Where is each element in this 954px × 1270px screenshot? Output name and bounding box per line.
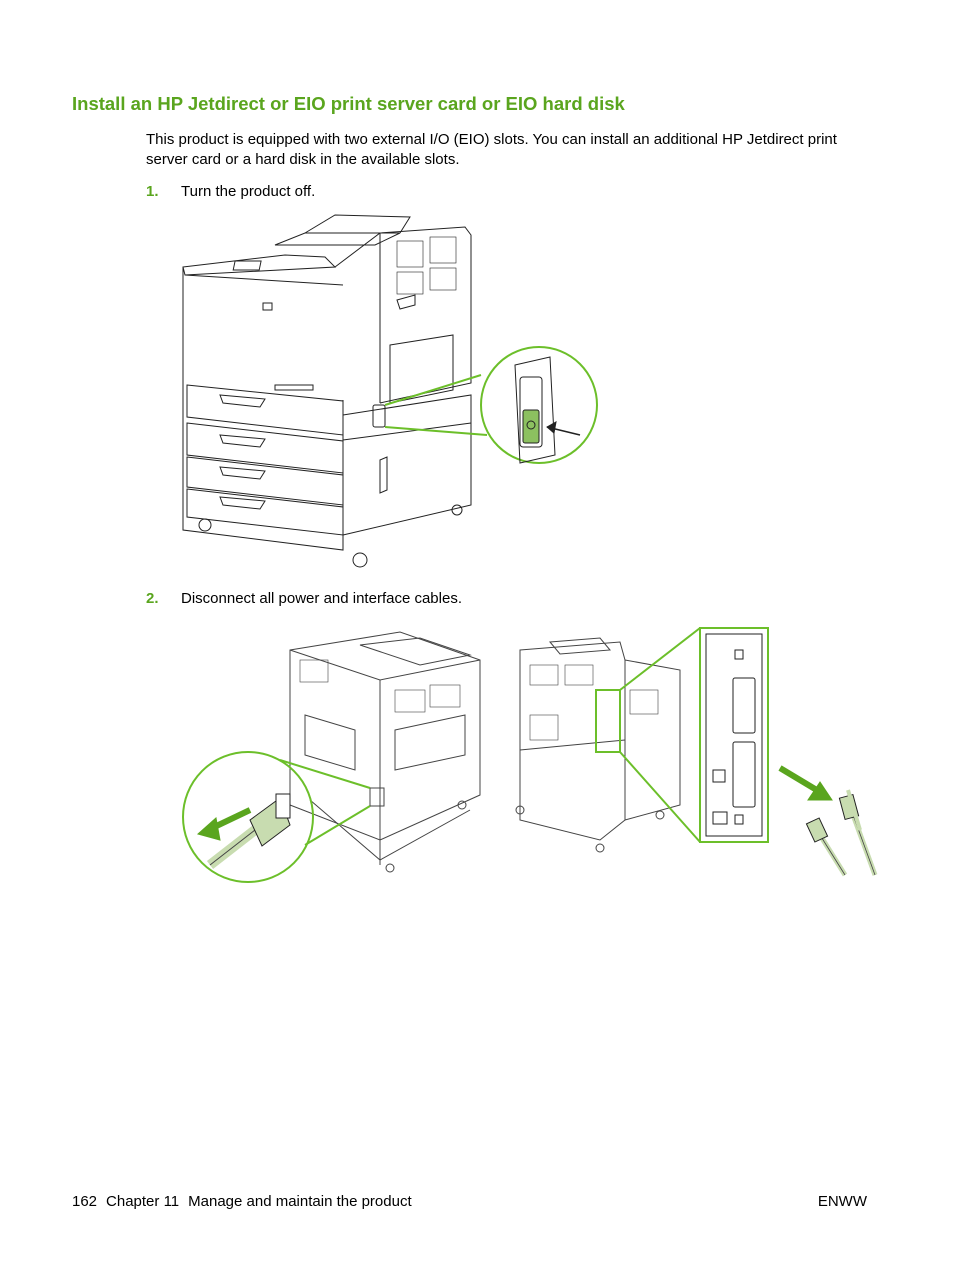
step-text: Disconnect all power and interface cable…: [181, 590, 462, 607]
intro-paragraph: This product is equipped with two extern…: [146, 131, 837, 168]
disconnect-cables-illustration: [182, 627, 878, 883]
step-text: Turn the product off.: [181, 183, 316, 200]
page-footer-right: ENWW: [817, 1193, 867, 1210]
printer-power-switch-illustration: [182, 214, 598, 568]
step-number: 2.: [146, 590, 159, 607]
section-heading: Install an HP Jetdirect or EIO print ser…: [72, 93, 625, 114]
chapter-label: Chapter 11: [106, 1193, 180, 1210]
chapter-title: Manage and maintain the product: [188, 1193, 412, 1210]
step-number: 1.: [146, 183, 159, 200]
page-number: 162: [72, 1193, 98, 1210]
page-footer-left: 162 Chapter 11 Manage and maintain the pro…: [72, 1193, 421, 1210]
